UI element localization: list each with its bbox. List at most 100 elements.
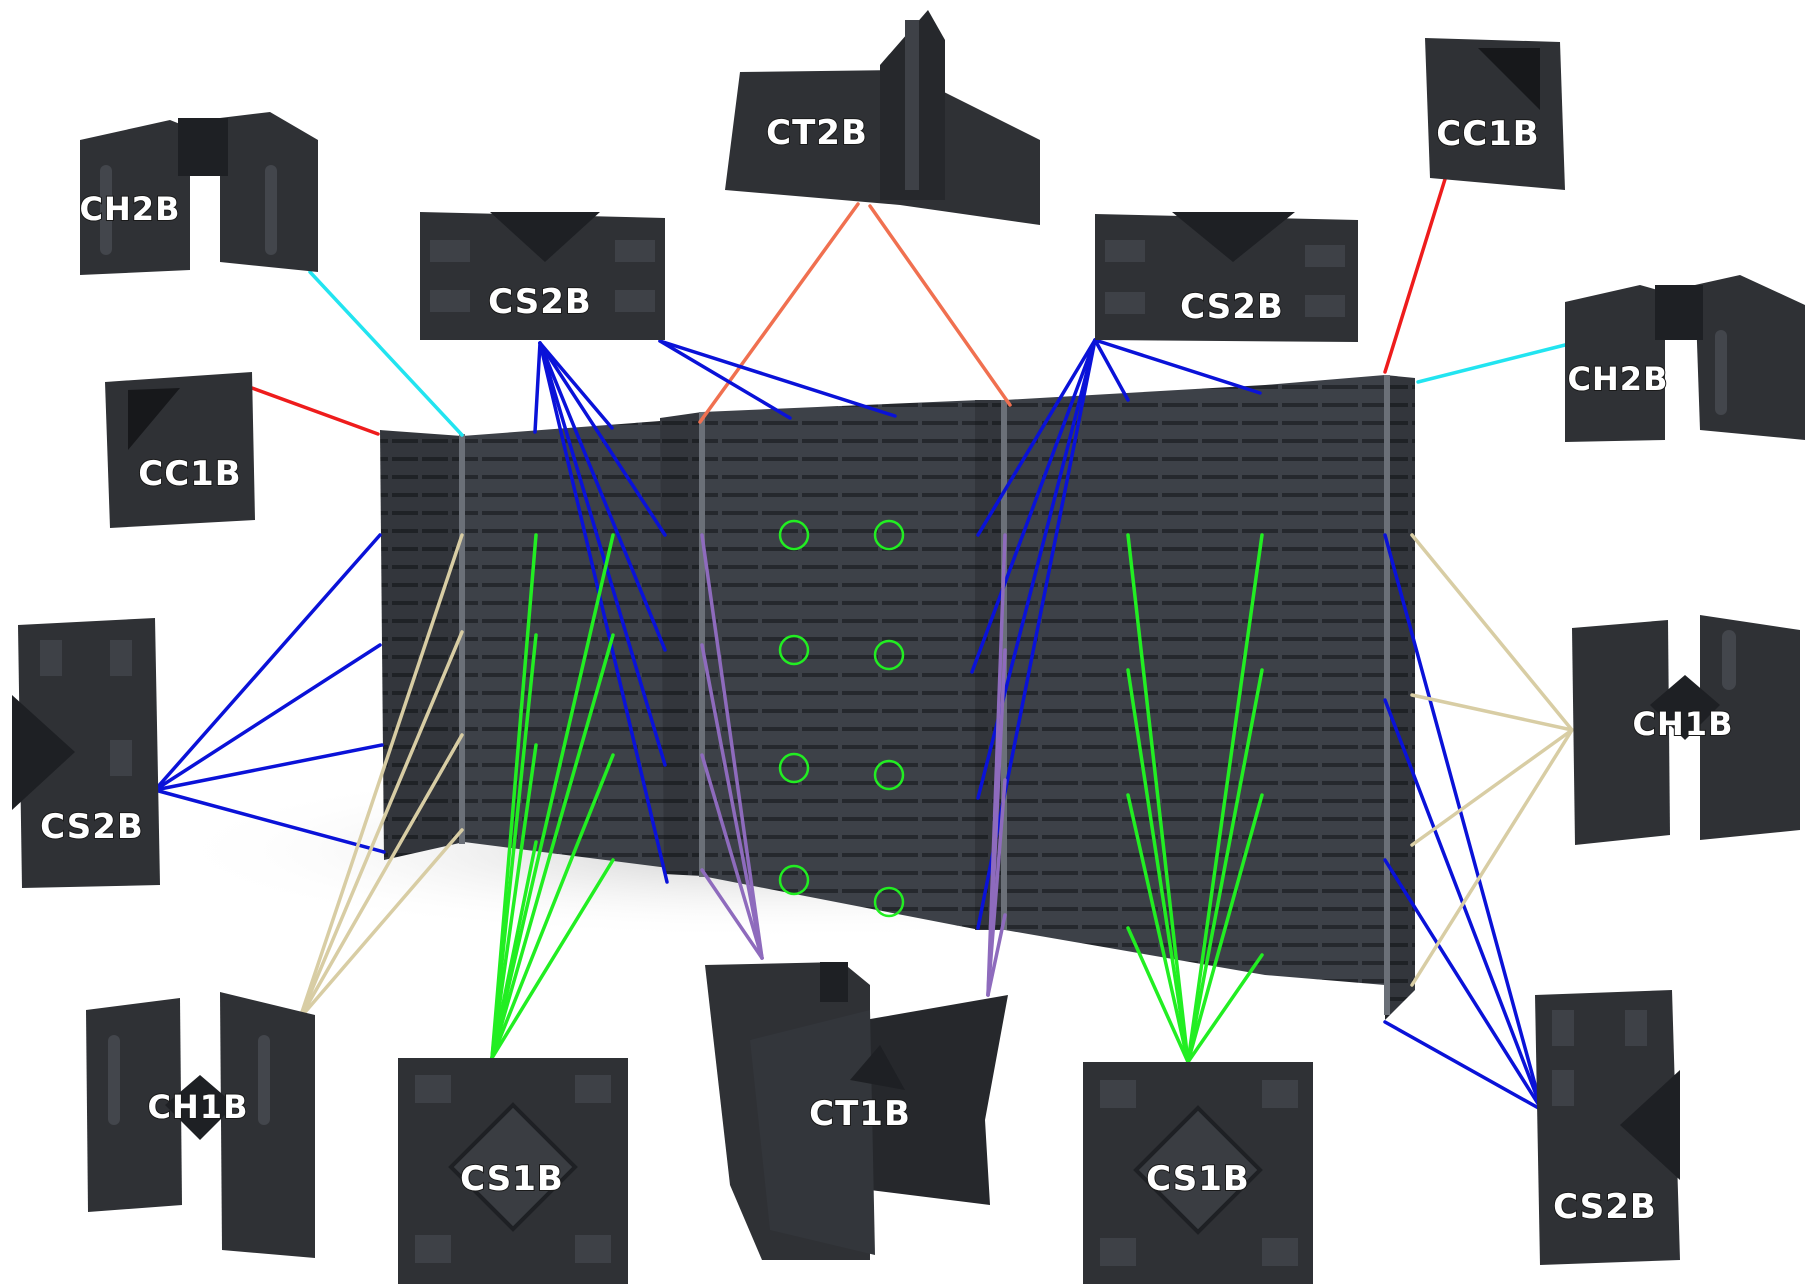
- part-cc1b-top-right: CC1B: [1425, 38, 1565, 190]
- line-cs2b: [153, 743, 384, 792]
- part-ch1b-right: CH1B: [1572, 615, 1800, 845]
- line-cs2b: [538, 341, 667, 652]
- part-cs2b-bottom-right: CS2B: [1535, 990, 1680, 1265]
- line-cs2b: [1093, 338, 1262, 395]
- line-cs1b: [490, 633, 538, 1060]
- line-cs1b: [1126, 533, 1190, 1064]
- part-ch2b-top-left: CH2B: [79, 112, 318, 275]
- part-ch2b-right: CH2B: [1565, 275, 1805, 442]
- line-ct1b: [700, 643, 764, 960]
- label-ch1b: CH1B: [148, 1088, 249, 1126]
- marker-circle: [778, 634, 810, 666]
- wall-panel-left-return: [380, 430, 464, 860]
- part-cs2b-top-right: CS2B: [1095, 212, 1358, 342]
- part-cs1b-bottom-right: CS1B: [1083, 1062, 1313, 1284]
- line-ct1b: [986, 778, 1007, 997]
- label-cc1b: CC1B: [138, 454, 241, 494]
- label-cs1b: CS1B: [460, 1159, 564, 1199]
- line-cs1b: [490, 753, 615, 1060]
- line-ch1b: [1410, 728, 1574, 987]
- label-ch2b: CH2B: [1568, 360, 1669, 398]
- marker-circle: [873, 519, 905, 551]
- line-ct1b: [700, 533, 764, 960]
- line-cs2b: [1383, 533, 1544, 1112]
- connector-lines: [153, 174, 1574, 1112]
- line-ch2b: [1416, 343, 1567, 384]
- label-cs1b: CS1B: [1146, 1159, 1250, 1199]
- part-cc1b-left: CC1B: [105, 372, 255, 528]
- marker-circle: [873, 639, 905, 671]
- wall-panel-right-return: [1385, 375, 1415, 1020]
- marker-circle: [778, 752, 810, 784]
- part-cs2b-top-left: CS2B: [420, 212, 665, 340]
- marker-circle: [778, 519, 810, 551]
- wall-panel-4: [1265, 375, 1385, 985]
- line-ct2b: [698, 202, 860, 424]
- line-cs2b: [658, 339, 897, 418]
- line-cs2b: [153, 643, 382, 792]
- line-cs1b: [490, 743, 538, 1060]
- line-cs1b: [490, 533, 615, 1060]
- part-ct1b-bottom: CT1B: [705, 962, 1008, 1260]
- marker-circle: [778, 864, 810, 896]
- line-ct1b: [700, 868, 764, 960]
- line-cs1b: [490, 840, 538, 1060]
- wall-panel-2-edge: [660, 412, 702, 876]
- wall-panel-3: [1005, 385, 1265, 975]
- line-ch1b: [1410, 693, 1574, 732]
- line-cs1b: [1126, 926, 1190, 1064]
- label-ct1b: CT1B: [809, 1094, 911, 1134]
- line-cs2b: [533, 341, 542, 434]
- part-cs1b-bottom-left: CS1B: [398, 1058, 628, 1284]
- line-cs2b: [153, 788, 386, 854]
- line-ch1b: [298, 630, 464, 1020]
- part-cs2b-left: CS2B: [12, 618, 160, 888]
- line-cs2b: [1383, 1020, 1544, 1112]
- line-cs2b: [1383, 858, 1544, 1112]
- line-cs2b: [538, 341, 614, 430]
- wall-post: [459, 434, 465, 844]
- wall-panel-2: [702, 400, 980, 930]
- line-cs2b: [538, 341, 669, 884]
- marker-circles: [778, 519, 905, 918]
- label-ch2b: CH2B: [80, 190, 181, 228]
- line-cs1b: [1186, 953, 1264, 1064]
- line-ct1b: [700, 753, 764, 960]
- line-cs1b: [1126, 668, 1190, 1064]
- line-ct2b: [868, 204, 1012, 407]
- part-ch1b-bottom-left: CH1B: [86, 992, 315, 1258]
- label-ct2b: CT2B: [766, 113, 868, 153]
- part-ct2b-top: CT2B: [725, 10, 1040, 225]
- line-cs1b: [1186, 533, 1264, 1064]
- line-ch2b: [308, 270, 464, 437]
- line-ch1b: [298, 733, 464, 1020]
- line-cs1b: [1126, 793, 1190, 1064]
- label-cs2b: CS2B: [488, 282, 592, 322]
- line-ch1b: [298, 533, 464, 1020]
- label-cs2b: CS2B: [40, 807, 144, 847]
- label-cs2b: CS2B: [1180, 287, 1284, 327]
- marker-circle: [873, 886, 905, 918]
- line-cs1b: [1186, 668, 1264, 1064]
- line-cs2b: [538, 341, 667, 537]
- line-cc1b: [250, 386, 380, 436]
- label-cc1b: CC1B: [1436, 114, 1539, 154]
- line-cs2b: [153, 533, 382, 792]
- line-cs2b: [976, 338, 1097, 537]
- line-ch1b: [1410, 533, 1574, 732]
- wall-post: [1384, 375, 1390, 1015]
- line-cs2b: [1093, 338, 1130, 402]
- label-cs2b: CS2B: [1553, 1187, 1657, 1227]
- marker-circle: [873, 759, 905, 791]
- line-ch1b: [298, 828, 464, 1020]
- line-cs1b: [1186, 793, 1264, 1064]
- line-ch1b: [1410, 728, 1574, 847]
- line-cc1b: [1383, 174, 1448, 374]
- line-cs1b: [490, 858, 615, 1060]
- line-cs2b: [970, 338, 1097, 674]
- label-ch1b: CH1B: [1633, 705, 1734, 743]
- line-cs1b: [490, 633, 615, 1060]
- line-ct1b: [986, 913, 1007, 997]
